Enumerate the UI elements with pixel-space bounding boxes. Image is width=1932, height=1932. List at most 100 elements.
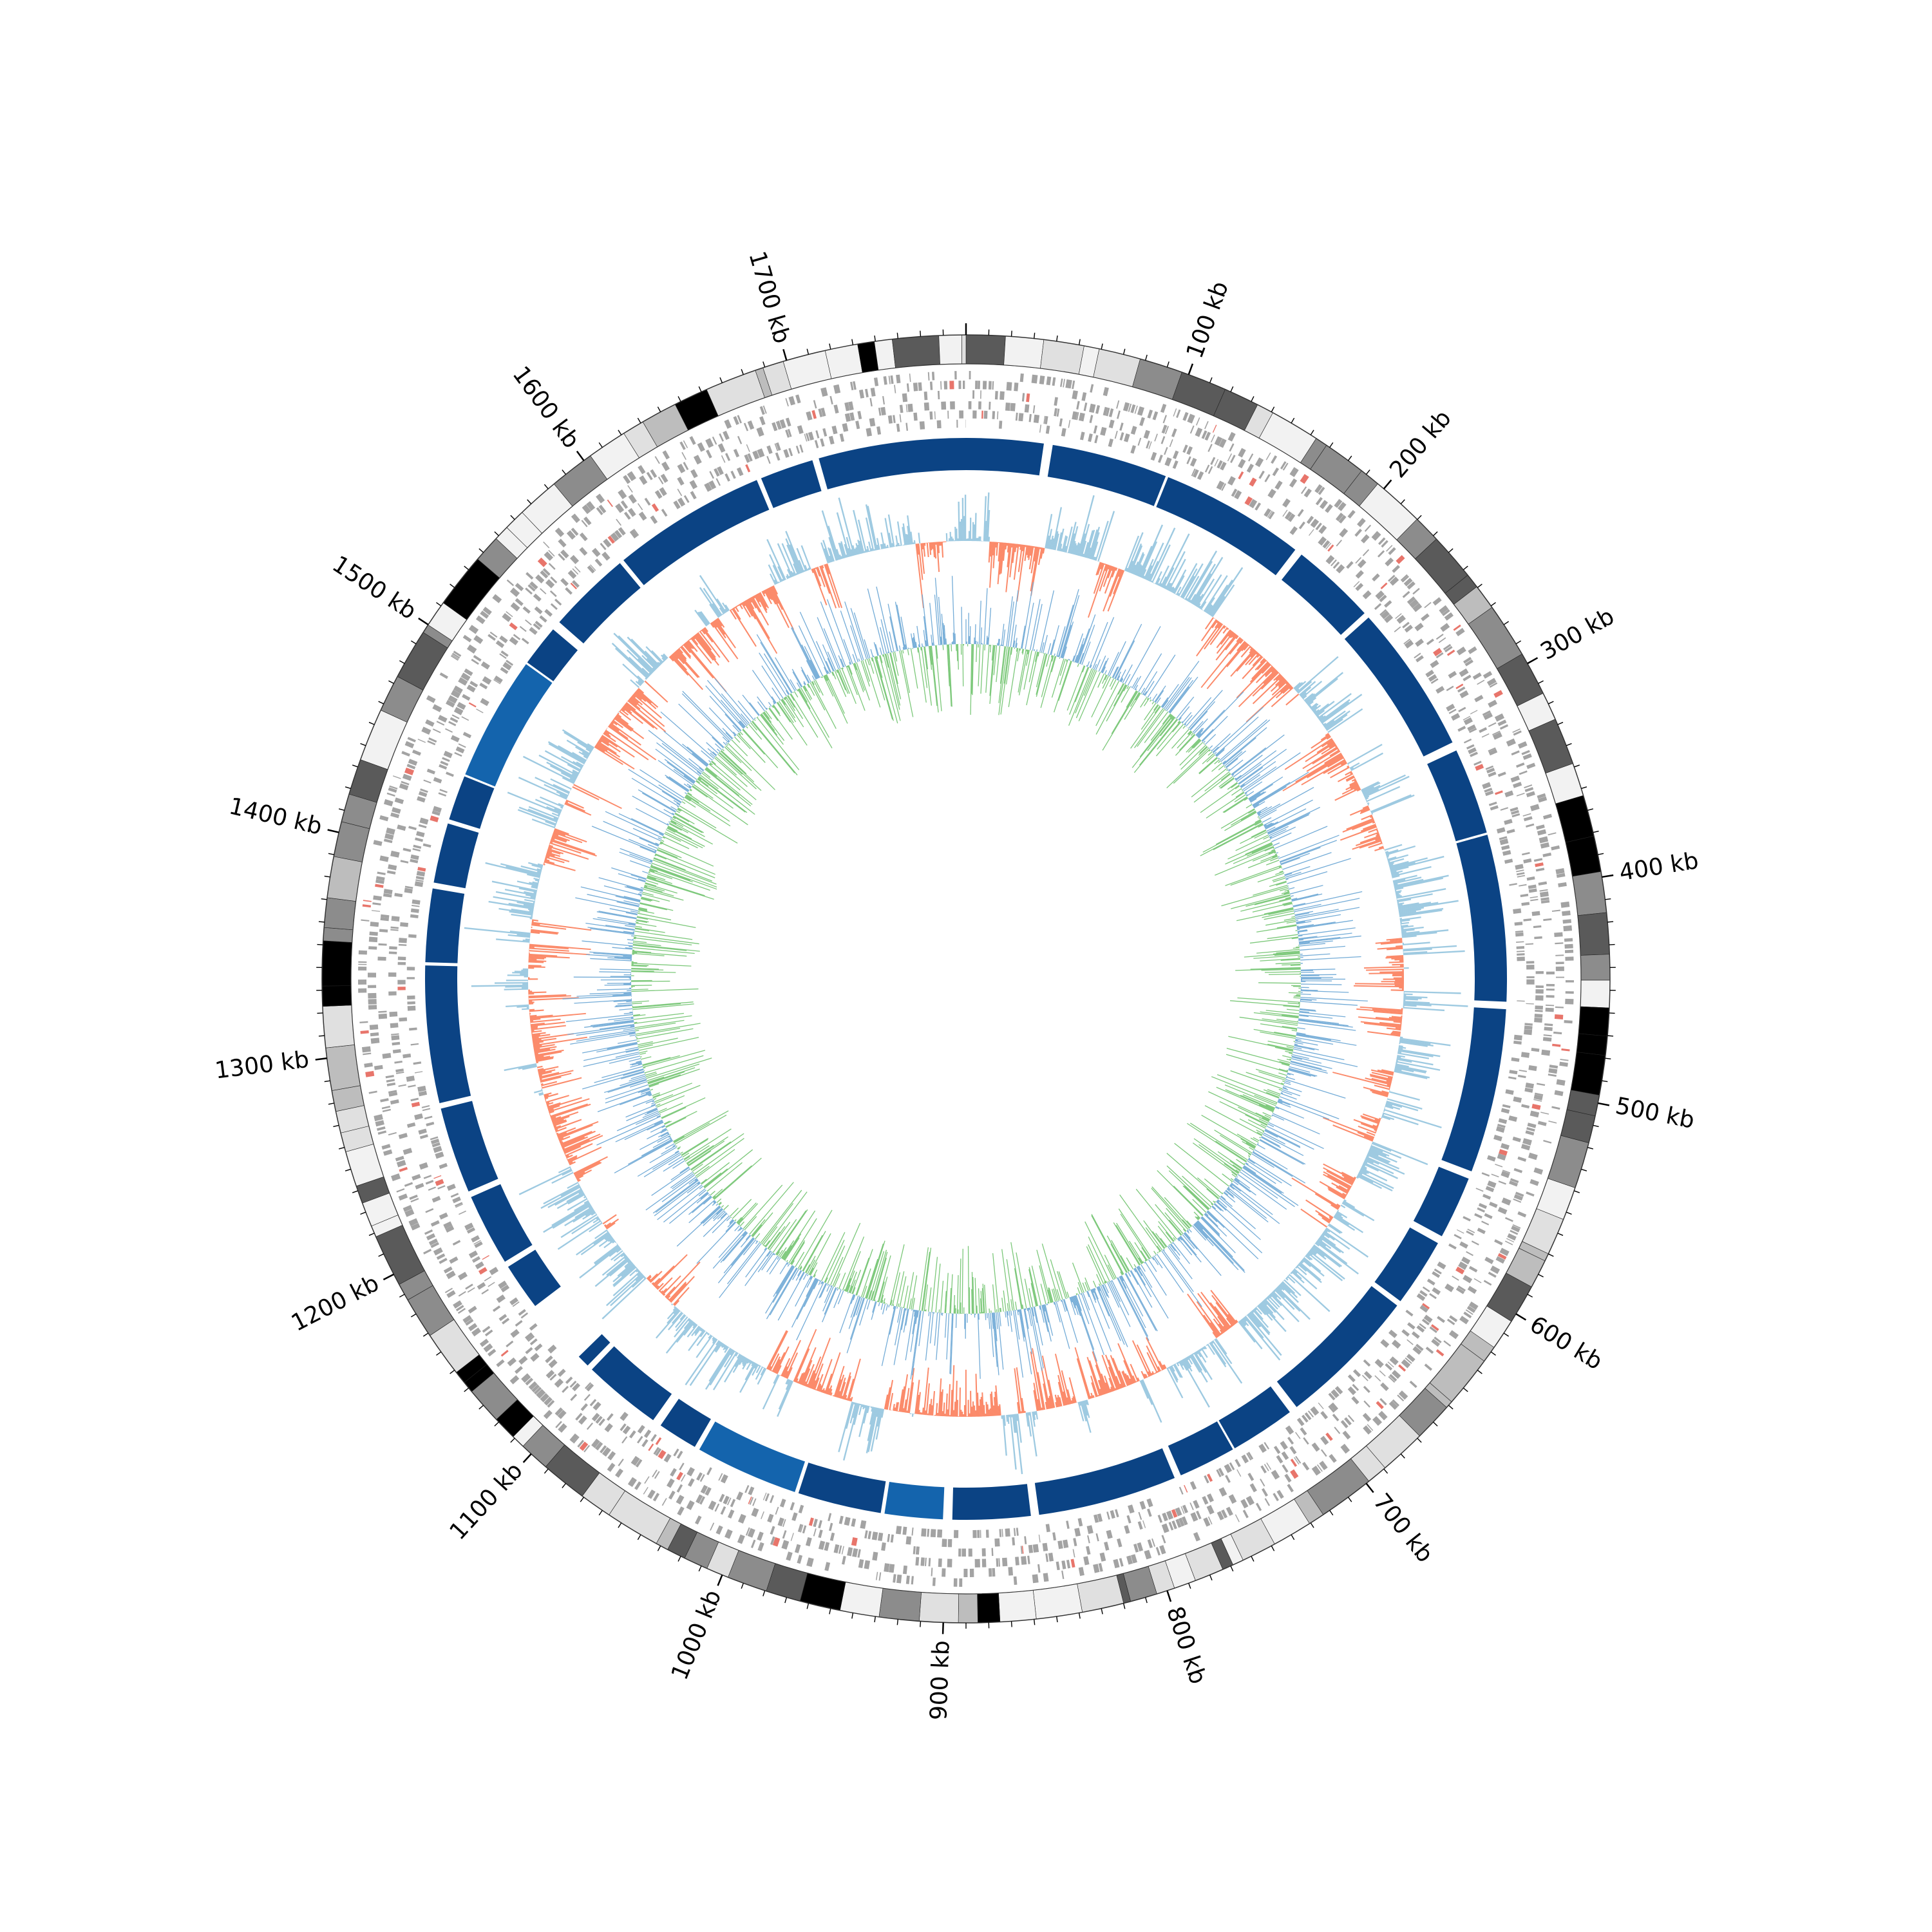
gc-skew-bar — [1392, 875, 1400, 878]
gene-feature — [426, 768, 435, 775]
gc-content-line — [1101, 658, 1109, 673]
gc-skew-bar — [1355, 836, 1381, 846]
gc-skew-bar — [551, 836, 567, 843]
minor-tick — [378, 701, 384, 705]
gene-feature — [482, 607, 492, 616]
gc-skew-bar — [1396, 1061, 1441, 1071]
gc-skew-bar — [589, 752, 591, 754]
minor-tick — [637, 417, 641, 424]
gc-skew-bar — [1161, 533, 1190, 588]
gc-skew-bar — [1076, 1402, 1078, 1403]
gc-skew-bar — [990, 1391, 994, 1416]
gc-skew-bar — [779, 1374, 781, 1376]
gc-skew-bar — [528, 1001, 535, 1003]
gc-skew-bar — [876, 1408, 882, 1427]
gc-skew-bar — [531, 1030, 542, 1033]
gene-feature — [770, 1495, 775, 1504]
gc-skew-bar — [871, 1406, 874, 1412]
gene-feature — [1508, 1076, 1517, 1080]
gc-skew-bar — [1118, 569, 1122, 578]
gene-feature — [467, 1287, 475, 1293]
karyotype-band — [977, 1593, 1001, 1624]
gene-feature — [852, 1548, 858, 1558]
gc-content-line — [1066, 659, 1068, 662]
gene-feature — [590, 564, 596, 571]
gc-skew-bar — [975, 1374, 978, 1417]
gene-feature — [1524, 1023, 1533, 1026]
gene-feature — [1126, 1515, 1132, 1524]
gene-feature — [1416, 1293, 1426, 1302]
gc-skew-bar — [1078, 533, 1086, 556]
gc-skew-bar — [1350, 784, 1359, 790]
gc-skew-bar — [724, 1346, 729, 1353]
gene-feature — [381, 914, 390, 918]
gene-feature — [450, 655, 459, 661]
gc-skew-bar — [895, 535, 899, 547]
gc-skew-bar — [1396, 893, 1433, 902]
gc-content-line — [1184, 715, 1193, 725]
homology-block — [527, 629, 578, 681]
gene-feature — [515, 583, 524, 592]
gc-content-line — [1151, 701, 1155, 705]
gene-feature — [800, 1524, 804, 1533]
gc-skew-bar — [785, 1352, 799, 1379]
gc-skew-bar — [968, 531, 971, 542]
gc-skew-bar — [1322, 1232, 1330, 1239]
gc-skew-bar — [858, 540, 864, 554]
gc-skew-bar — [1367, 1030, 1401, 1037]
gene-feature — [646, 471, 653, 480]
gc-skew-bar — [1285, 1277, 1289, 1281]
gene-feature — [377, 1126, 386, 1131]
gene-feature — [419, 1134, 428, 1139]
gc-skew-bar — [1055, 1402, 1058, 1408]
gc-skew-bar — [712, 603, 722, 617]
gene-feature — [500, 1350, 509, 1357]
gene-feature — [1482, 671, 1493, 679]
gc-content-line — [1240, 774, 1261, 788]
gc-skew-bar — [552, 834, 570, 842]
gc-content-line — [1190, 732, 1194, 736]
gc-skew-bar — [547, 849, 561, 855]
gc-skew-bar — [1045, 1401, 1048, 1410]
gene-feature — [1346, 561, 1354, 569]
gc-skew-bar — [929, 1399, 933, 1416]
gc-skew-bar — [1307, 697, 1317, 705]
gene-feature — [737, 1534, 745, 1544]
gene-feature — [558, 1423, 567, 1433]
gc-skew-bar — [1086, 1356, 1101, 1396]
gc-skew-bar — [932, 1391, 936, 1416]
gc-skew-bar — [843, 1376, 851, 1400]
gc-skew-bar — [530, 896, 536, 899]
gc-skew-bar — [600, 737, 621, 753]
gene-feature — [1486, 768, 1495, 773]
minor-tick — [719, 377, 723, 383]
gene-feature — [1230, 455, 1236, 464]
gene-feature — [386, 1079, 395, 1083]
gc-skew-bar — [1204, 1345, 1208, 1350]
gc-skew-bar — [1146, 1352, 1158, 1374]
gene-feature — [548, 1359, 558, 1368]
gc-skew-bar — [1362, 805, 1369, 810]
gene-feature — [766, 445, 773, 455]
gc-skew-bar — [558, 1135, 571, 1142]
gene-feature — [813, 1519, 818, 1528]
gc-skew-bar — [1018, 544, 1021, 547]
gene-feature — [864, 1560, 871, 1569]
gc-skew-bar — [1160, 1370, 1162, 1371]
gc-skew-bar — [553, 817, 558, 820]
gc-skew-bar — [1317, 1239, 1327, 1247]
gc-skew-bar — [789, 544, 802, 574]
gc-content-line — [1109, 678, 1115, 687]
gc-skew-bar — [901, 1374, 909, 1412]
gene-feature — [1433, 648, 1443, 657]
gc-skew-bar — [1403, 1005, 1405, 1008]
gc-skew-bar — [520, 973, 529, 975]
gc-skew-bar — [1378, 846, 1384, 849]
gc-skew-bar — [1328, 1188, 1345, 1200]
gene-feature — [737, 435, 743, 444]
gc-content-line — [1263, 836, 1269, 840]
minor-tick — [510, 515, 515, 520]
gc-skew-bar — [933, 542, 936, 558]
gc-skew-bar — [913, 542, 914, 545]
gene-feature — [1290, 1469, 1299, 1479]
